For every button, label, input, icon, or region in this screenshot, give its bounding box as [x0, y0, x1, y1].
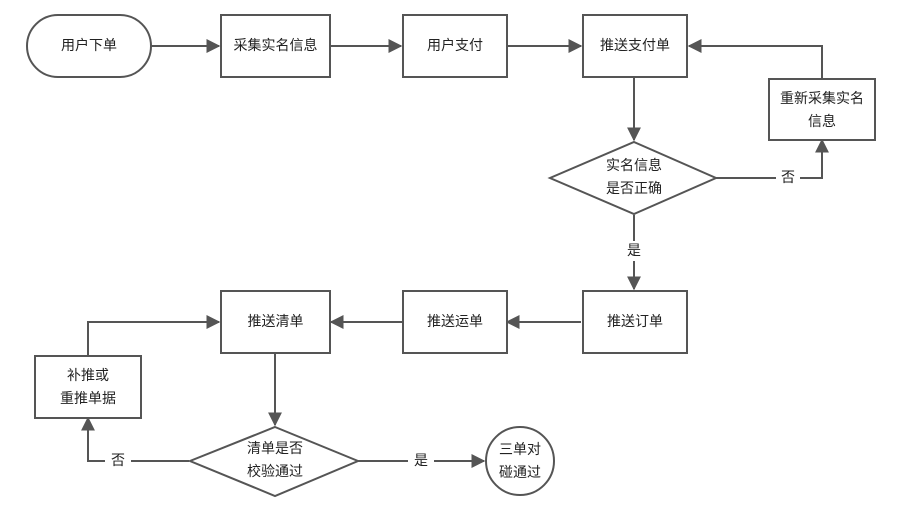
node-info-check: 实名信息 是否正确	[547, 140, 719, 216]
node-push-order-label: 推送订单	[607, 314, 663, 330]
node-manifest-check: 清单是否 校验通过	[187, 425, 361, 498]
edge-repush-to-manifest	[87, 315, 221, 356]
node-user-order: 用户下单	[26, 14, 152, 78]
edges	[81, 39, 829, 468]
node-user-pay-label: 用户支付	[427, 37, 483, 54]
node-push-payment: 推送支付单	[582, 14, 688, 78]
node-manifest-check-line2: 校验通过	[247, 463, 303, 480]
node-manifest-check-line1: 清单是否	[247, 441, 303, 457]
edge-manifest-check-no-to-repush	[81, 416, 189, 462]
node-three-docs-line2: 碰通过	[499, 465, 541, 481]
edge-check-no-to-recollect	[716, 138, 829, 179]
edge-label-info-no: 否	[781, 170, 795, 186]
node-push-manifest: 推送清单	[220, 290, 331, 354]
node-push-payment-label: 推送支付单	[600, 38, 670, 54]
edge-label-info-yes: 是	[627, 243, 641, 259]
node-collect-info: 采集实名信息	[220, 14, 331, 78]
edge-label-manifest-no: 否	[111, 453, 125, 469]
node-push-waybill-label: 推送运单	[427, 314, 483, 330]
node-repush-line2: 重推单据	[60, 391, 116, 407]
node-push-manifest-label: 推送清单	[248, 314, 304, 330]
node-info-check-line2: 是否正确	[606, 181, 662, 197]
node-info-check-line1: 实名信息	[606, 157, 662, 174]
node-repush: 补推或 重推单据	[34, 355, 142, 419]
node-repush-line1: 补推或	[67, 368, 109, 384]
node-recollect-info-line2: 信息	[808, 113, 836, 130]
edge-recollect-to-push-payment	[687, 39, 823, 79]
node-user-order-label: 用户下单	[61, 37, 117, 54]
node-collect-info-label: 采集实名信息	[234, 37, 318, 54]
node-push-waybill: 推送运单	[402, 290, 508, 354]
node-push-order: 推送订单	[582, 290, 688, 354]
node-recollect-info: 重新采集实名 信息	[768, 78, 876, 141]
node-three-docs-line1: 三单对	[499, 442, 541, 458]
node-user-pay: 用户支付	[402, 14, 508, 78]
edge-label-manifest-yes: 是	[414, 453, 428, 469]
node-recollect-info-line1: 重新采集实名	[780, 90, 864, 107]
node-three-docs: 三单对 碰通过	[485, 426, 555, 496]
edge-labels: 否 是 否 是	[105, 168, 800, 471]
